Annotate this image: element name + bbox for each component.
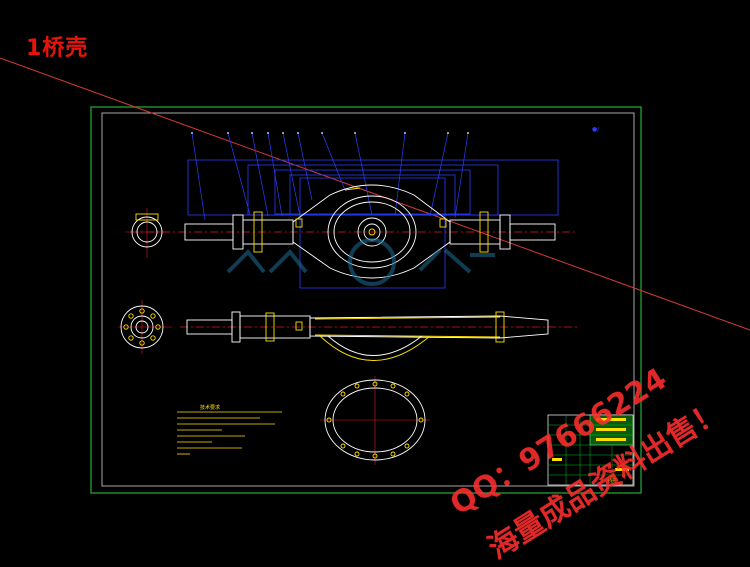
view-label-top-right: ●/	[592, 126, 600, 133]
inner-frame	[101, 112, 635, 487]
leader-lines	[191, 132, 469, 221]
logo-watermark-icon	[226, 238, 495, 286]
ring-flange	[320, 376, 430, 465]
leader-dots	[191, 132, 469, 134]
axle-top-view	[130, 184, 578, 279]
title-block	[547, 414, 634, 486]
axle-front-view	[180, 311, 578, 361]
page-title: 1桥壳	[26, 36, 89, 61]
notes-heading: 技术要求	[200, 405, 221, 411]
outer-frame	[90, 106, 642, 494]
technical-notes	[177, 411, 282, 455]
cad-drawing: ●/	[0, 57, 750, 494]
title-block-label: 桥壳	[608, 478, 616, 483]
diagonal-red-line	[0, 57, 750, 331]
end-view-small	[125, 208, 170, 258]
flange-view	[118, 300, 172, 354]
leader-boxes	[187, 159, 559, 289]
